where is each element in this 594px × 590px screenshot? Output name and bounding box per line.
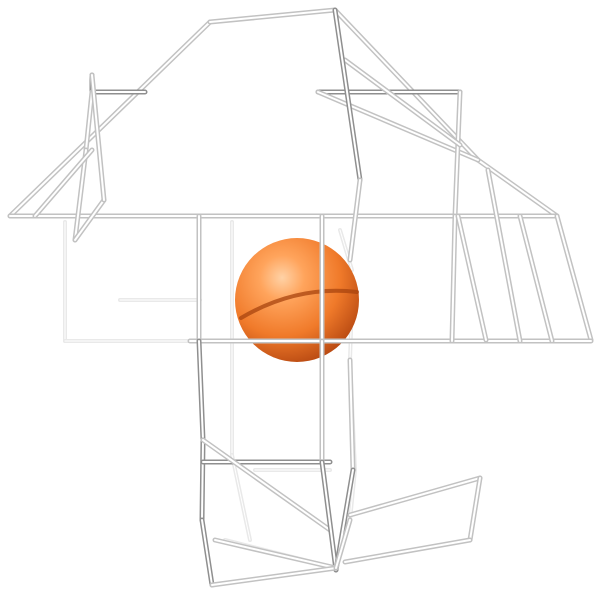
cage-front-strut-highlight-30 — [203, 440, 330, 530]
cage-front-strut-highlight-38 — [350, 478, 480, 515]
cage-front-strut-highlight-19 — [458, 216, 486, 340]
cage-front-strut-highlight-35 — [215, 540, 336, 568]
cage-front-strut-highlight-20 — [488, 170, 520, 341]
cage-front-strut-highlight-27 — [202, 440, 203, 520]
cage-front-strut-highlight-40 — [345, 540, 470, 562]
cage-front-strut-highlight-39 — [470, 478, 480, 540]
cage-front-strut-highlight-5 — [557, 216, 591, 340]
cage-front-strut-highlight-28 — [202, 520, 212, 585]
cage-front-strut-highlight-23 — [350, 180, 360, 260]
cage-front-strut-highlight-0 — [10, 22, 210, 216]
cage-front-strut-highlight-32 — [322, 462, 336, 570]
cage-front-strut-highlight-36 — [212, 568, 336, 585]
cage-front-strut-highlight-1 — [210, 10, 335, 22]
cage-front-strut-highlight-18 — [345, 60, 460, 145]
cage-front-strut-highlight-21 — [520, 216, 552, 341]
